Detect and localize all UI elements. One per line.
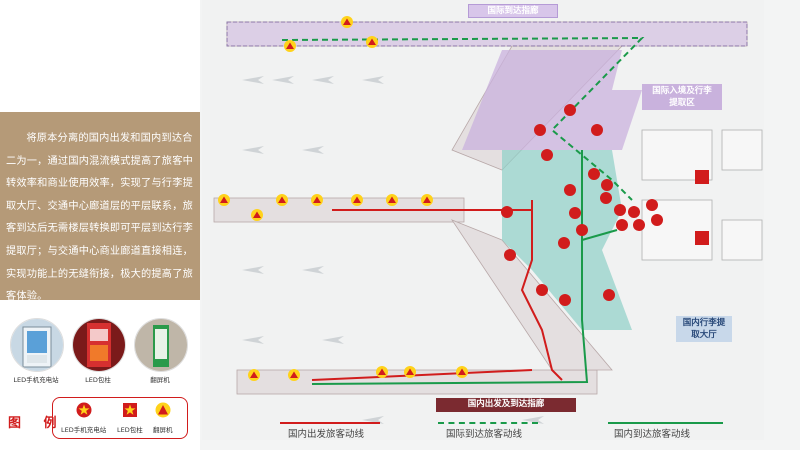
route-legend-departure: 国内出发旅客动线 bbox=[280, 418, 400, 448]
photo-label-flip: 翻屏机 bbox=[150, 376, 170, 384]
intl-entry-tag: 国际入境及行李提取区 bbox=[642, 84, 722, 110]
legend-item-charging: LED手机充电站 bbox=[61, 402, 106, 434]
flip-screen-photo bbox=[134, 318, 188, 372]
led-pillar-photo bbox=[72, 318, 126, 372]
route-legend-intl-arrival: 国际到达旅客动线 bbox=[438, 418, 558, 448]
left-panel: 将原本分离的国内出发和国内到达合二为一，通过国内混流模式提高了旅客中转效率和商业… bbox=[0, 0, 200, 450]
star-circle-icon bbox=[76, 402, 92, 418]
charging-station-markers bbox=[501, 104, 663, 306]
legend-item-flip: 翻屏机 bbox=[153, 402, 173, 434]
route-legend-domestic-arrival: 国内到达旅客动线 bbox=[608, 418, 738, 448]
led-charging-station-photo bbox=[10, 318, 64, 372]
domestic-baggage-tag: 国内行李提取大厅 bbox=[676, 316, 732, 342]
description-text: 将原本分离的国内出发和国内到达合二为一，通过国内混流模式提高了旅客中转效率和商业… bbox=[0, 112, 200, 302]
photo-label-pillar: LED包柱 bbox=[85, 376, 111, 384]
domestic-corridor-tag: 国内出发及到达指廊 bbox=[436, 398, 576, 412]
star-square-icon bbox=[122, 403, 137, 417]
photo-label-charging: LED手机充电站 bbox=[13, 376, 59, 384]
terminal-map: 国际到达指廊 国际入境及行李提取区 国内行李提取大厅 国内出发及到达指廊 国内出… bbox=[200, 0, 800, 450]
legend-title: 图 例 bbox=[8, 416, 66, 431]
terminal-floorplan bbox=[202, 0, 764, 440]
intl-arrival-corridor-tag: 国际到达指廊 bbox=[468, 4, 558, 18]
legend-item-pillar: LED包柱 bbox=[117, 402, 143, 434]
triangle-circle-icon bbox=[155, 402, 171, 418]
legend-box: LED手机充电站 LED包柱 翻屏机 bbox=[52, 397, 188, 439]
